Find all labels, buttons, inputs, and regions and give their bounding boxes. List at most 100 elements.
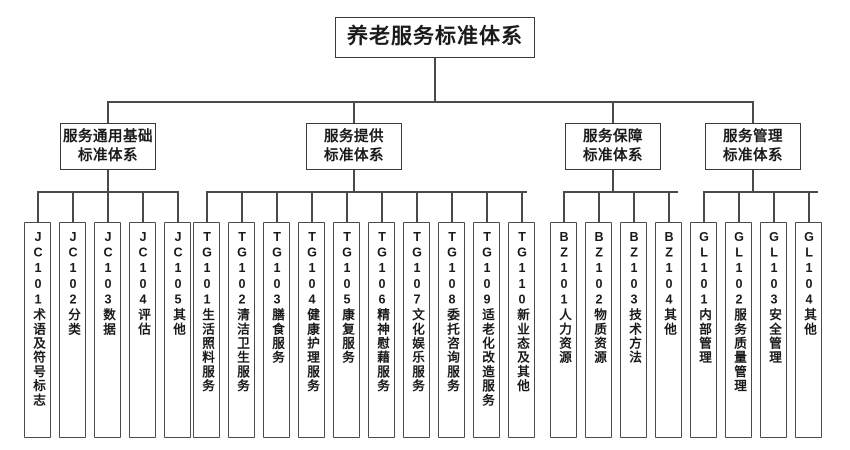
- leaf-node-tg110-label: 新业态及其他: [515, 308, 530, 394]
- connector-stem-bz: [612, 170, 614, 192]
- leaf-node-tg107-code: TG107: [410, 230, 425, 308]
- leaf-node-tg102-code: TG102: [235, 230, 250, 308]
- leaf-node-bz102-code: BZ102: [592, 230, 607, 308]
- leaf-node-bz102[interactable]: BZ102 物质资源: [585, 222, 612, 438]
- connector-leaf-drop: [703, 191, 705, 222]
- leaf-node-tg110-code: TG110: [515, 230, 530, 308]
- category-node-jc-label: 服务通用基础 标准体系: [63, 129, 153, 164]
- leaf-node-bz103-label: 技术方法: [627, 308, 642, 365]
- connector-stem-gl: [752, 170, 754, 192]
- leaf-node-gl102[interactable]: GL102 服务质量管理: [725, 222, 752, 438]
- connector-leaf-drop: [142, 191, 144, 222]
- leaf-node-tg108-label: 委托咨询服务: [445, 308, 460, 394]
- leaf-node-jc104-label: 评估: [136, 308, 151, 337]
- leaf-node-tg102[interactable]: TG102 清洁卫生服务: [228, 222, 255, 438]
- leaf-node-gl103-label: 安全管理: [767, 308, 782, 365]
- category-node-gl[interactable]: 服务管理 标准体系: [705, 123, 801, 170]
- leaf-node-gl103-code: GL103: [767, 230, 782, 308]
- leaf-node-tg105[interactable]: TG105 康复服务: [333, 222, 360, 438]
- connector-stem-jc: [107, 170, 109, 192]
- category-node-gl-label: 服务管理 标准体系: [723, 129, 783, 164]
- leaf-node-gl104[interactable]: GL104 其他: [795, 222, 822, 438]
- connector-leaf-drop: [668, 191, 670, 222]
- connector-leaf-drop: [738, 191, 740, 222]
- leaf-node-jc102-code: JC102: [66, 230, 81, 308]
- connector-drop-gl: [752, 101, 754, 124]
- connector-leaf-drop: [72, 191, 74, 222]
- connector-leaf-drop: [563, 191, 565, 222]
- connector-bus-gl: [703, 191, 818, 193]
- root-node[interactable]: 养老服务标准体系: [335, 17, 535, 58]
- leaf-node-tg108-code: TG108: [445, 230, 460, 308]
- leaf-node-tg109[interactable]: TG109 适老化改造服务: [473, 222, 500, 438]
- leaf-node-jc105-code: JC105: [171, 230, 186, 308]
- leaf-node-bz103-code: BZ103: [627, 230, 642, 308]
- leaf-node-bz104[interactable]: BZ104 其他: [655, 222, 682, 438]
- leaf-node-tg106-code: TG106: [375, 230, 390, 308]
- category-node-jc[interactable]: 服务通用基础 标准体系: [60, 123, 156, 170]
- connector-leaf-drop: [346, 191, 348, 222]
- leaf-node-jc101-code: JC101: [31, 230, 46, 308]
- leaf-node-tg104-label: 健康护理服务: [305, 308, 320, 394]
- connector-leaf-drop: [486, 191, 488, 222]
- leaf-node-gl104-code: GL104: [802, 230, 817, 308]
- connector-leaf-drop: [107, 191, 109, 222]
- leaf-node-bz101-code: BZ101: [557, 230, 572, 308]
- leaf-node-tg109-code: TG109: [480, 230, 495, 308]
- leaf-node-jc102[interactable]: JC102 分类: [59, 222, 86, 438]
- connector-drop-bz: [612, 101, 614, 124]
- connector-leaf-drop: [773, 191, 775, 222]
- leaf-node-tg106-label: 精神慰藉服务: [375, 308, 390, 394]
- connector-leaf-drop: [598, 191, 600, 222]
- leaf-node-bz101[interactable]: BZ101 人力资源: [550, 222, 577, 438]
- leaf-node-tg108[interactable]: TG108 委托咨询服务: [438, 222, 465, 438]
- leaf-node-tg104-code: TG104: [305, 230, 320, 308]
- connector-leaf-drop: [177, 191, 179, 222]
- leaf-node-jc103-code: JC103: [101, 230, 116, 308]
- leaf-node-gl102-label: 服务质量管理: [732, 308, 747, 394]
- leaf-node-gl101-label: 内部管理: [697, 308, 712, 365]
- leaf-node-tg105-code: TG105: [340, 230, 355, 308]
- leaf-node-jc103[interactable]: JC103 数据: [94, 222, 121, 438]
- leaf-node-gl103[interactable]: GL103 安全管理: [760, 222, 787, 438]
- root-node-label: 养老服务标准体系: [347, 25, 523, 49]
- leaf-node-tg103[interactable]: TG103 膳食服务: [263, 222, 290, 438]
- leaf-node-gl102-code: GL102: [732, 230, 747, 308]
- leaf-node-tg109-label: 适老化改造服务: [480, 308, 495, 408]
- leaf-node-tg102-label: 清洁卫生服务: [235, 308, 250, 394]
- leaf-node-tg105-label: 康复服务: [340, 308, 355, 365]
- connector-leaf-drop: [808, 191, 810, 222]
- leaf-node-tg101-code: TG101: [200, 230, 215, 308]
- leaf-node-jc105[interactable]: JC105 其他: [164, 222, 191, 438]
- connector-level2-bus: [107, 101, 753, 103]
- leaf-node-bz103[interactable]: BZ103 技术方法: [620, 222, 647, 438]
- category-node-tg[interactable]: 服务提供 标准体系: [306, 123, 402, 170]
- leaf-node-jc101[interactable]: JC101 术语及符号标志: [24, 222, 51, 438]
- connector-leaf-drop: [206, 191, 208, 222]
- category-node-tg-label: 服务提供 标准体系: [324, 129, 384, 164]
- leaf-node-tg106[interactable]: TG106 精神慰藉服务: [368, 222, 395, 438]
- connector-bus-bz: [563, 191, 678, 193]
- leaf-node-gl101-code: GL101: [697, 230, 712, 308]
- leaf-node-tg103-label: 膳食服务: [270, 308, 285, 365]
- connector-leaf-drop: [37, 191, 39, 222]
- leaf-node-tg107-label: 文化娱乐服务: [410, 308, 425, 394]
- leaf-node-bz102-label: 物质资源: [592, 308, 607, 365]
- leaf-node-jc103-label: 数据: [101, 308, 116, 337]
- leaf-node-tg101[interactable]: TG101 生活照料服务: [193, 222, 220, 438]
- leaf-node-tg107[interactable]: TG107 文化娱乐服务: [403, 222, 430, 438]
- leaf-node-tg110[interactable]: TG110 新业态及其他: [508, 222, 535, 438]
- connector-drop-jc: [107, 101, 109, 124]
- leaf-node-gl101[interactable]: GL101 内部管理: [690, 222, 717, 438]
- category-node-bz[interactable]: 服务保障 标准体系: [565, 123, 661, 170]
- connector-leaf-drop: [451, 191, 453, 222]
- leaf-node-bz104-code: BZ104: [662, 230, 677, 308]
- leaf-node-bz101-label: 人力资源: [557, 308, 572, 365]
- leaf-node-jc104[interactable]: JC104 评估: [129, 222, 156, 438]
- connector-leaf-drop: [521, 191, 523, 222]
- leaf-node-gl104-label: 其他: [802, 308, 817, 337]
- leaf-node-tg104[interactable]: TG104 健康护理服务: [298, 222, 325, 438]
- leaf-node-jc104-code: JC104: [136, 230, 151, 308]
- connector-leaf-drop: [416, 191, 418, 222]
